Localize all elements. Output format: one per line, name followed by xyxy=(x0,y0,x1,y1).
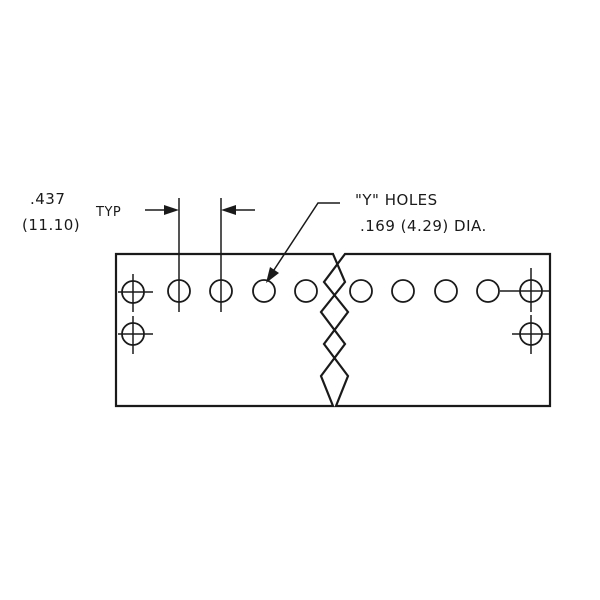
pitch-hole xyxy=(252,279,276,303)
mounting-hole-top-left xyxy=(118,274,153,312)
dimension-typ: TYP xyxy=(95,205,121,220)
callout-line-1: "Y" HOLES xyxy=(355,191,438,209)
mounting-hole-bottom-left xyxy=(118,316,153,354)
dimension-mm: (11.10) xyxy=(22,216,80,234)
callout-line-2: .169 (4.29) DIA. xyxy=(360,217,487,235)
dimension-inches: .437 xyxy=(30,190,65,208)
mounting-hole-bottom-right xyxy=(512,315,549,354)
pitch-hole xyxy=(434,279,458,303)
mounting-hole-top-right xyxy=(500,268,549,312)
pitch-hole xyxy=(476,279,500,303)
pitch-hole xyxy=(349,279,373,303)
strip-right-outline xyxy=(322,252,552,408)
dimension-arrow-left xyxy=(145,205,179,215)
dimension-arrow-right xyxy=(221,205,255,215)
callout-leader xyxy=(266,202,340,283)
pitch-hole xyxy=(391,279,415,303)
pitch-hole xyxy=(294,279,318,303)
strip-left-outline xyxy=(114,252,347,408)
